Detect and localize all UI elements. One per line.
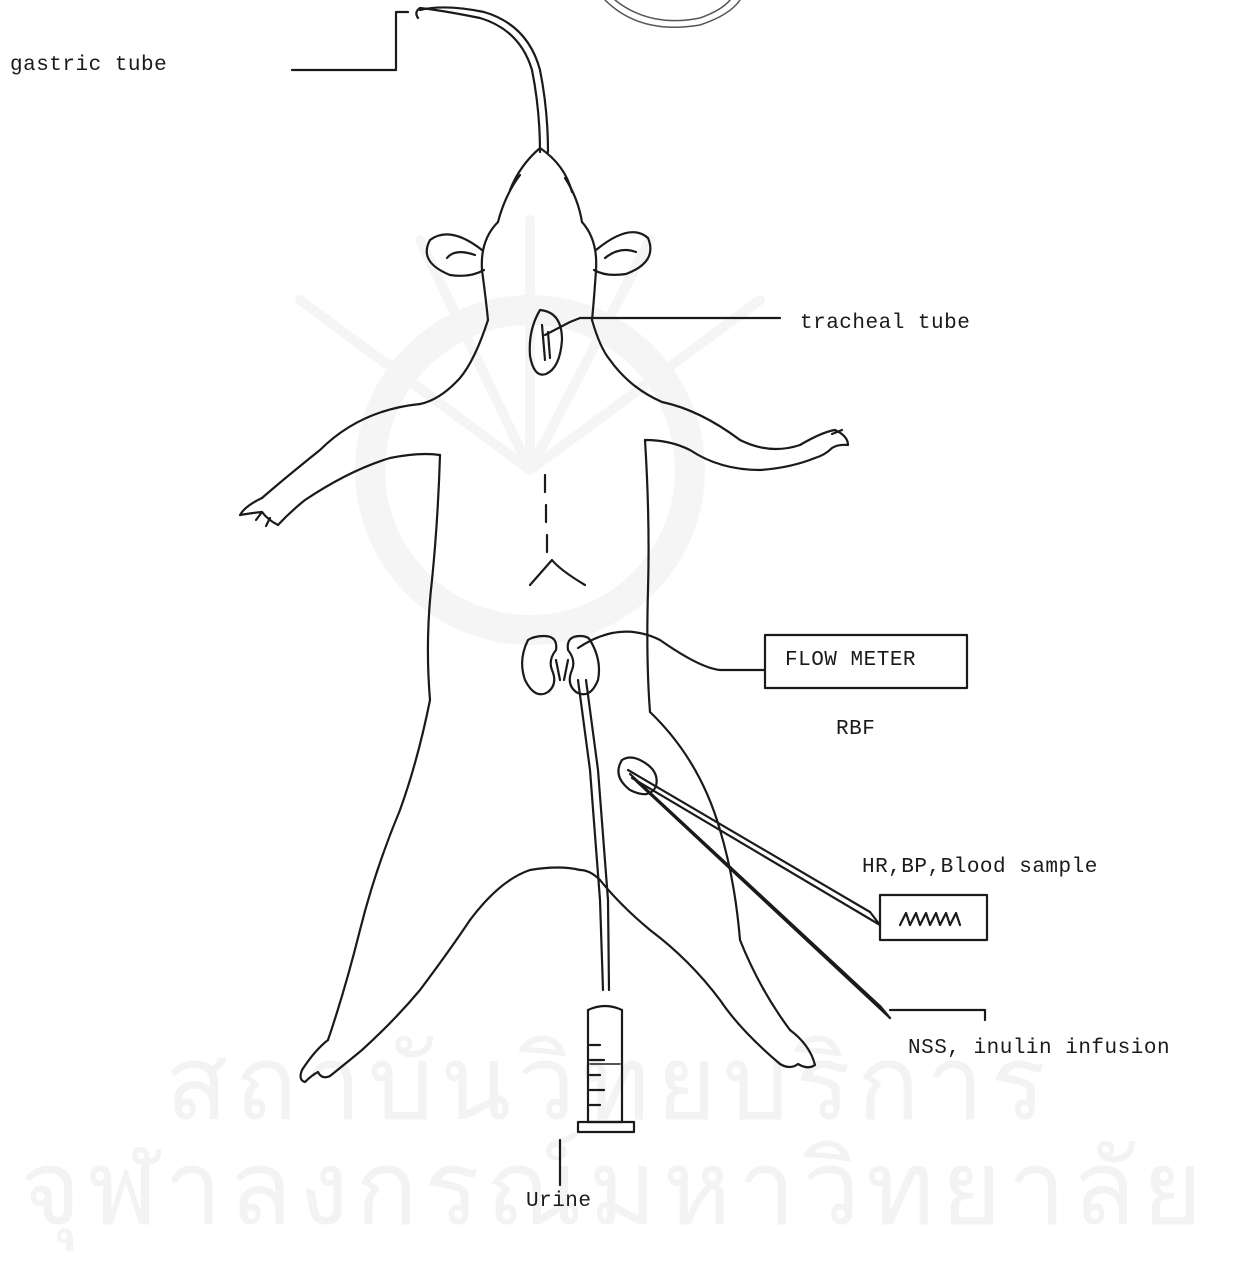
- graduated-cylinder: [578, 1006, 634, 1132]
- pressure-recorder: [880, 895, 987, 940]
- watermark-sunburst: [300, 220, 760, 630]
- diagram-drawing: [0, 0, 1251, 1218]
- label-gastric-tube: gastric tube: [10, 54, 167, 77]
- urine-catheter: [578, 680, 609, 990]
- label-hr-bp-blood-sample: HR,BP,Blood sample: [862, 856, 1098, 879]
- label-urine: Urine: [526, 1190, 592, 1213]
- label-flow-meter: FLOW METER: [785, 649, 916, 672]
- gastric-tube: [416, 7, 548, 152]
- label-nss-inulin-infusion: NSS, inulin infusion: [908, 1037, 1170, 1060]
- label-tracheal-tube: tracheal tube: [800, 312, 970, 335]
- seal-stamp: [605, 0, 740, 27]
- femoral-catheter: [618, 758, 890, 1019]
- label-rbf: RBF: [836, 718, 875, 741]
- experimental-setup-diagram: สถาบันวิทยบริการ จุฬาลงกรณ์มหาวิทยาลัย: [0, 0, 1251, 1218]
